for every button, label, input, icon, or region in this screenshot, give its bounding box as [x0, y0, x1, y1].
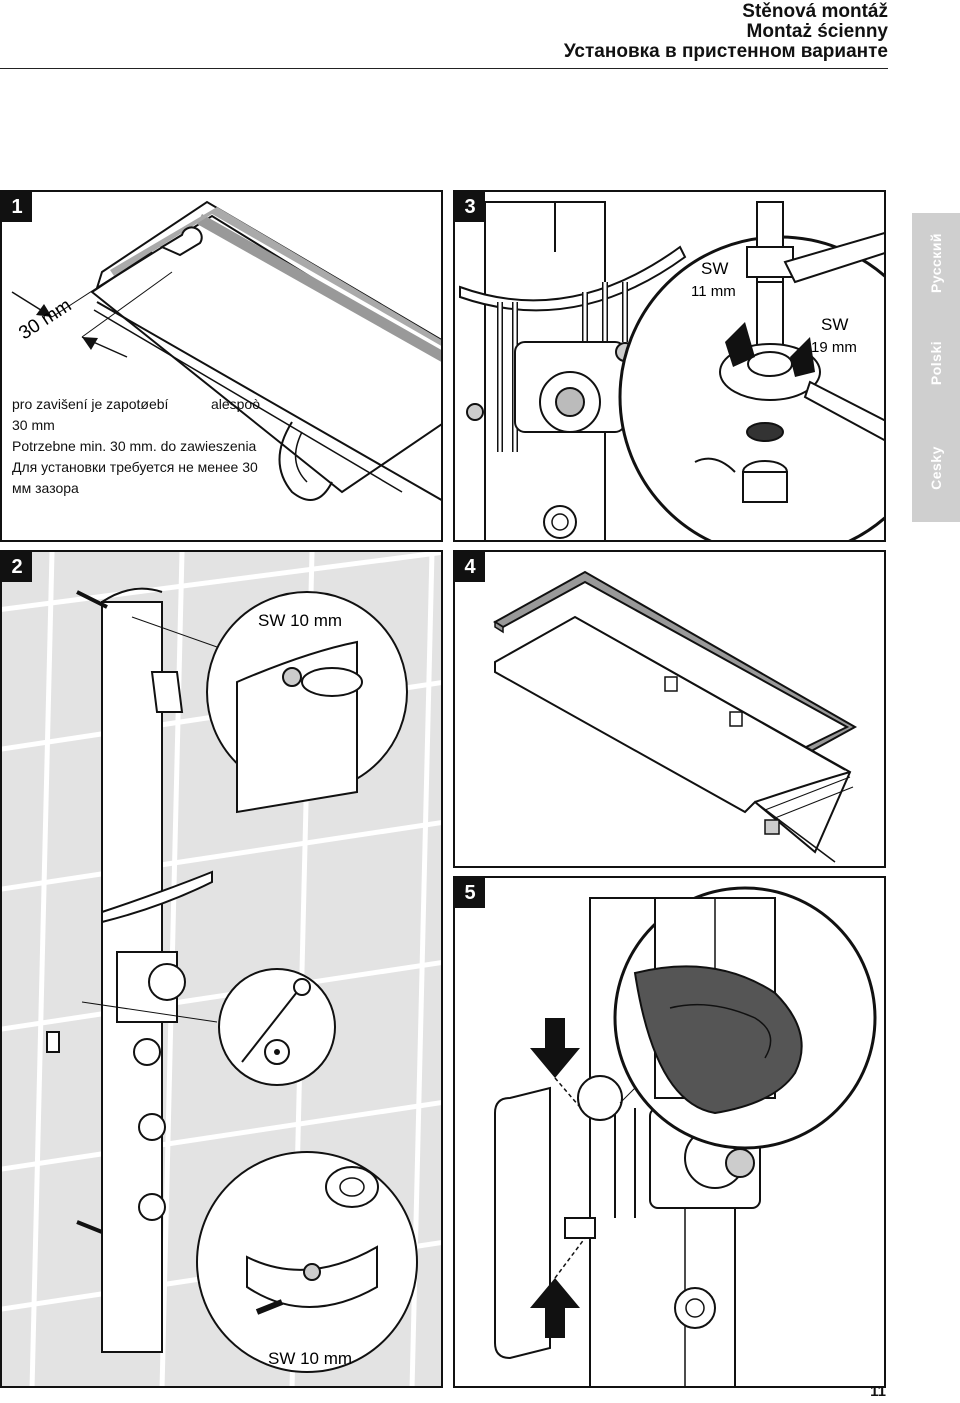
- step-3-badge: 3: [455, 192, 485, 222]
- instr-pl: Potrzebne min. 30 mm. do zawieszenia: [12, 438, 257, 454]
- step-3-illustration: SW 11 mm SW 19 mm: [459, 201, 884, 540]
- sw-11-label-b: 11 mm: [691, 283, 736, 300]
- step-4-illustration: [493, 570, 858, 863]
- tab-czech: Cesky: [927, 445, 944, 490]
- language-tabs: Русский Polski Cesky: [912, 213, 960, 522]
- instr-cs-c: 30 mm: [12, 417, 55, 433]
- step-4-badge: 4: [455, 552, 485, 582]
- instr-cs-b: alespoò: [210, 396, 260, 412]
- step-2-panel: 2: [0, 550, 443, 1388]
- page-header: Stěnová montáž Montaż ścienny Установка …: [564, 2, 888, 62]
- step-1-illustration: 30 mm: [11, 200, 441, 501]
- sw-10-bottom-label: SW 10 mm: [268, 1349, 352, 1368]
- step-1-instructions: pro zavišení je zapotøebí alespoò 30 mm P…: [12, 394, 260, 499]
- step-2-illustration: SW 10 mm SW 10 mm: [2, 552, 441, 1386]
- step-5-illustration: [494, 886, 877, 1386]
- title-pl: Montaż ścienny: [746, 21, 888, 42]
- step-4-panel: 4: [453, 550, 886, 868]
- step-1-panel: 1 30 mm pro zavišení je zapotøebí alespoò…: [0, 190, 443, 542]
- tab-russian: Русский: [928, 232, 945, 294]
- sw-19-label-b: 19 mm: [811, 339, 857, 356]
- step-5-badge: 5: [455, 878, 485, 908]
- step-1-badge: 1: [2, 192, 32, 222]
- sw-19-label-a: SW: [821, 315, 848, 334]
- step-3-panel: 3 S: [453, 190, 886, 542]
- dimension-label: 30 mm: [15, 295, 75, 344]
- title-ru: Установка в пристенном варианте: [563, 41, 888, 62]
- sw-10-top-label: SW 10 mm: [258, 611, 342, 630]
- step-5-panel: 5: [453, 876, 886, 1388]
- instr-ru: Для установки требуется не менее 30 мм з…: [12, 459, 258, 496]
- header-rule: [0, 68, 888, 69]
- instr-cs-a: pro zavišení je zapotøebí: [12, 396, 169, 412]
- tab-polish: Polski: [928, 340, 944, 386]
- sw-11-label-a: SW: [701, 259, 728, 278]
- page-number: 11: [870, 1383, 886, 1400]
- title-cs: Stěnová montáž: [742, 1, 888, 22]
- step-2-badge: 2: [2, 552, 32, 582]
